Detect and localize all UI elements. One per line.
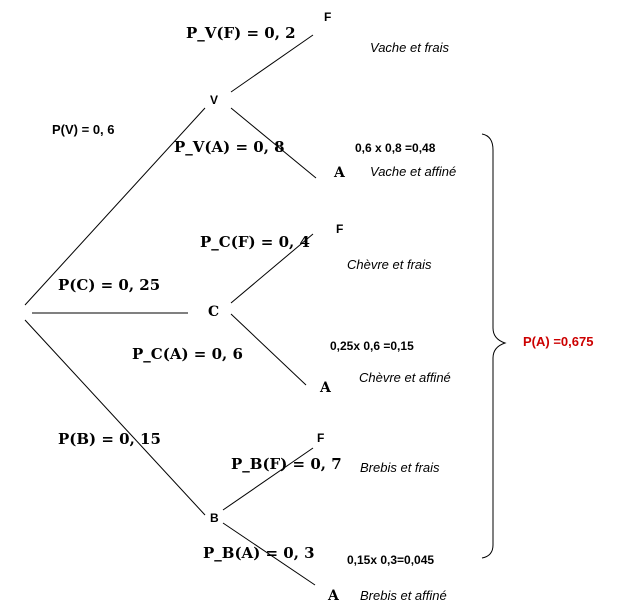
node-vf: F <box>324 10 331 24</box>
branch-c-a <box>230 313 307 386</box>
node-c: C <box>208 304 219 320</box>
branch-root-v <box>24 107 206 306</box>
calc-ba: 0,15x 0,3=0,045 <box>347 553 434 567</box>
prob-label-c: P(C) = 0, 25 <box>58 276 160 294</box>
node-ca: A <box>319 380 332 396</box>
branch-b-f <box>222 447 314 511</box>
node-b: B <box>210 511 219 525</box>
prob-label-ca: P_C(A) = 0, 6 <box>132 345 243 363</box>
branch-root-b <box>24 319 206 516</box>
prob-label-bf: P_B(F) = 0, 7 <box>231 455 342 473</box>
total-probability: P(A) =0,675 <box>523 334 593 349</box>
prob-label-cf: P_C(F) = 0, 4 <box>200 233 310 251</box>
branch-b-a <box>222 522 316 586</box>
node-cf: F <box>336 222 343 236</box>
prob-label-va: P_V(A) = 0, 8 <box>174 138 285 156</box>
curly-brace <box>481 133 507 559</box>
desc-ba: Brebis et affiné <box>360 588 447 603</box>
branch-v-a <box>230 107 317 179</box>
node-ba: A <box>327 588 340 604</box>
desc-bf: Brebis et frais <box>360 460 440 475</box>
node-bf: F <box>317 431 324 445</box>
desc-ca: Chèvre et affiné <box>359 370 451 385</box>
desc-va: Vache et affiné <box>370 164 456 179</box>
prob-label-b: P(B) = 0, 15 <box>58 430 161 448</box>
calc-ca: 0,25x 0,6 =0,15 <box>330 339 414 353</box>
branch-c-f <box>230 233 314 304</box>
prob-label-v: P(V) = 0, 6 <box>52 122 115 137</box>
desc-vf: Vache et frais <box>370 40 450 55</box>
branch-v-f <box>230 34 314 93</box>
node-v: V <box>210 93 218 107</box>
desc-cf: Chèvre et frais <box>347 257 432 272</box>
calc-va: 0,6 x 0,8 =0,48 <box>355 141 436 155</box>
node-va: A <box>333 165 346 181</box>
prob-label-vf: P_V(F) = 0, 2 <box>186 24 296 42</box>
prob-label-ba: P_B(A) = 0, 3 <box>203 544 315 562</box>
